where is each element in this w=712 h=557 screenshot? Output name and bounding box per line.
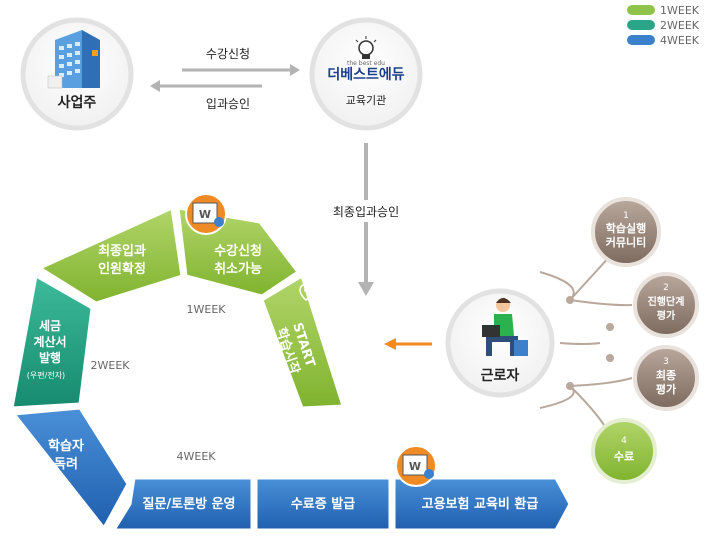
cycle-step-invoice-line4: (우편/전자) — [27, 370, 65, 380]
legend-item-4week: 4WEEK — [627, 34, 700, 47]
week-label-4: 4WEEK — [177, 450, 217, 463]
worker-circle — [445, 288, 555, 398]
side-step-3-line2: 평가 — [656, 382, 676, 396]
side-step-3-num: 3 — [663, 357, 669, 367]
side-step-3: 3 최종 평가 — [633, 345, 699, 411]
worker-node: 근로자 — [445, 288, 555, 398]
side-step-2: 2 진행단계 평가 — [633, 272, 699, 338]
side-step-4: 4 수료 — [591, 418, 657, 484]
cycle-step-invoice: 세금 계산서 발행 (우편/전자) — [10, 273, 94, 410]
employer-label: 사업주 — [58, 95, 97, 111]
week-label-2: 2WEEK — [91, 359, 131, 372]
legend: 1WEEK 2WEEK 4WEEK — [627, 4, 700, 47]
worker-label: 근로자 — [481, 368, 520, 384]
legend-item-1week: 1WEEK — [627, 4, 700, 17]
legend-label-4week: 4WEEK — [660, 34, 700, 47]
cycle-step-invoice-line3: 발행 — [39, 350, 61, 365]
legend-label-2week: 2WEEK — [660, 19, 700, 32]
legend-item-2week: 2WEEK — [627, 19, 700, 32]
side-step-1-num: 1 — [623, 211, 629, 221]
cycle-step-certificate-label: 수료증 발급 — [291, 496, 355, 512]
institution-logo: 더베스트에듀 — [327, 67, 404, 83]
arrow-final-approval: 최종입과승인 — [322, 143, 414, 296]
cycle-step-confirm: 최종입과 인원확정 — [36, 205, 184, 305]
cycle-step-confirm-line1: 최종입과 — [98, 244, 146, 259]
side-step-4-num: 4 — [621, 436, 627, 446]
cycle-step-refund: 고용보험 교육비 환급 — [392, 476, 572, 532]
legend-swatch-1week — [627, 5, 655, 15]
week-label-1: 1WEEK — [187, 303, 227, 316]
lightbulb-icon — [355, 36, 377, 59]
document-badge-top: W — [185, 193, 227, 235]
arrow-approve-label: 입과승인 — [206, 97, 250, 111]
cycle-step-invoice-line1: 세금 — [39, 318, 61, 333]
cycle-step-start: START 학습시작 — [260, 273, 346, 410]
cycle-step-encourage-line2: 독려 — [54, 456, 78, 472]
cycle-step-encourage-line1: 학습자 — [48, 438, 84, 454]
side-step-3-line1: 최종 — [656, 368, 676, 382]
side-step-2-line1: 진행단계 — [648, 295, 685, 308]
legend-label-1week: 1WEEK — [660, 4, 700, 17]
svg-text:W: W — [199, 208, 211, 221]
institution-logo-small: the best edu — [347, 60, 385, 67]
institution-label: 교육기관 — [346, 94, 386, 107]
side-step-1: 1 학습실행 커뮤니티 — [591, 197, 661, 267]
side-step-4-line1: 수료 — [614, 450, 634, 463]
arrow-approve: 입과승인 — [150, 80, 262, 111]
cycle-step-encourage: 학습자 독려 — [11, 406, 130, 531]
document-badge-bottom: W — [395, 445, 437, 487]
employer-node: 사업주 — [20, 17, 134, 131]
cycle-step-confirm-line2: 인원확정 — [98, 261, 146, 277]
cycle-step-cancel-line2: 취소가능 — [214, 261, 262, 277]
side-step-2-num: 2 — [663, 283, 669, 293]
person-laptop-icon — [482, 298, 528, 356]
arrow-register: 수강신청 — [182, 47, 300, 76]
location-pin-icon — [299, 283, 313, 301]
side-step-1-line2: 커뮤니티 — [606, 235, 646, 249]
arrow-register-label: 수강신청 — [206, 47, 250, 61]
institution-circle — [309, 17, 423, 131]
side-step-2-line2: 평가 — [657, 309, 676, 322]
legend-swatch-2week — [627, 20, 655, 30]
cycle-step-qna: 질문/토론방 운영 — [111, 476, 254, 532]
legend-swatch-4week — [627, 35, 655, 45]
cycle-step-qna-label: 질문/토론방 운영 — [143, 496, 236, 512]
cycle-step-invoice-line2: 계산서 — [33, 334, 66, 349]
cycle-step-refund-label: 고용보험 교육비 환급 — [422, 496, 539, 512]
final-approval-label: 최종입과승인 — [333, 205, 399, 219]
arrow-worker-to-cycle — [384, 338, 432, 350]
institution-node: the best edu 더베스트에듀 교육기관 — [309, 17, 423, 131]
cycle-step-certificate: 수료증 발급 — [254, 476, 392, 532]
cycle-step-cancel-line1: 수강신청 — [214, 243, 262, 259]
svg-text:W: W — [409, 460, 421, 473]
side-step-1-line1: 학습실행 — [606, 221, 646, 235]
building-icon — [47, 30, 100, 89]
